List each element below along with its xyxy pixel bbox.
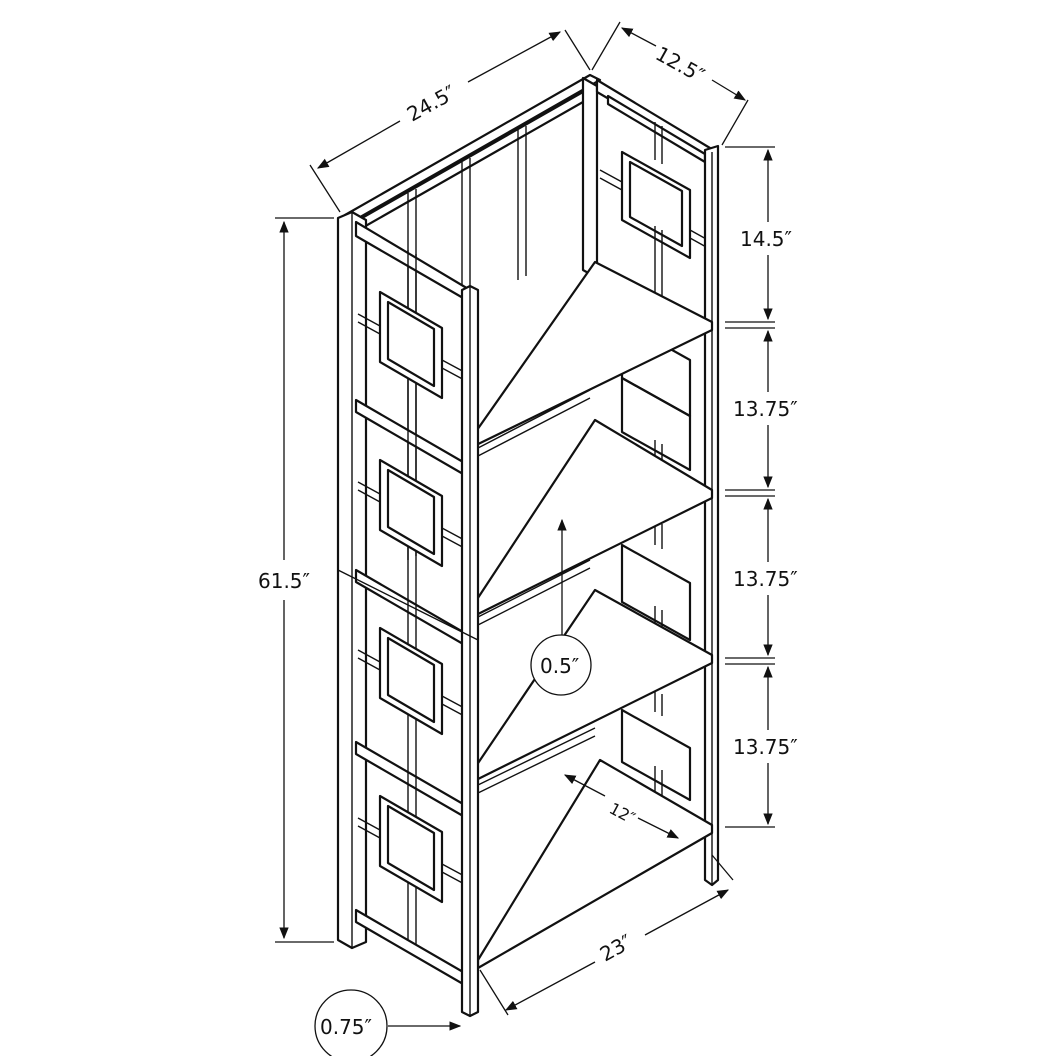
dimension-overall-height: 61.5″ bbox=[258, 217, 334, 943]
tier-3-label: 13.75″ bbox=[733, 567, 798, 591]
right-lattice-4 bbox=[620, 690, 692, 824]
leg-thickness-label: 0.75″ bbox=[320, 1015, 372, 1039]
left-lattice-1 bbox=[357, 290, 469, 400]
tier-4-label: 13.75″ bbox=[733, 735, 798, 759]
tier-1-label: 14.5″ bbox=[740, 227, 792, 251]
tier-2-label: 13.75″ bbox=[733, 397, 798, 421]
shelves bbox=[468, 260, 714, 970]
shelf-3 bbox=[468, 588, 714, 785]
left-lattice-2 bbox=[357, 458, 469, 568]
right-lattice-3 bbox=[620, 520, 692, 659]
shelf-width-label: 23″ bbox=[596, 929, 636, 966]
shelf-1 bbox=[468, 260, 714, 450]
left-side-panel bbox=[336, 210, 480, 1018]
right-lattice-top bbox=[599, 122, 709, 324]
shelf-2 bbox=[468, 418, 714, 620]
left-lattice-3 bbox=[357, 626, 469, 736]
overall-height-label: 61.5″ bbox=[258, 569, 310, 593]
left-lattice-4 bbox=[357, 794, 469, 904]
back-panel bbox=[343, 73, 602, 560]
depth-top-label: 12.5″ bbox=[652, 41, 709, 87]
dimension-shelf-thickness: 0.5″ bbox=[530, 518, 592, 696]
width-top-label: 24.5″ bbox=[403, 80, 460, 126]
shelf-thickness-label: 0.5″ bbox=[540, 654, 579, 678]
dimension-tier-heights: 14.5″ 13.75″ 13.75″ 13.75″ bbox=[725, 146, 798, 828]
dimension-leg-thickness: 0.75″ bbox=[314, 989, 462, 1056]
